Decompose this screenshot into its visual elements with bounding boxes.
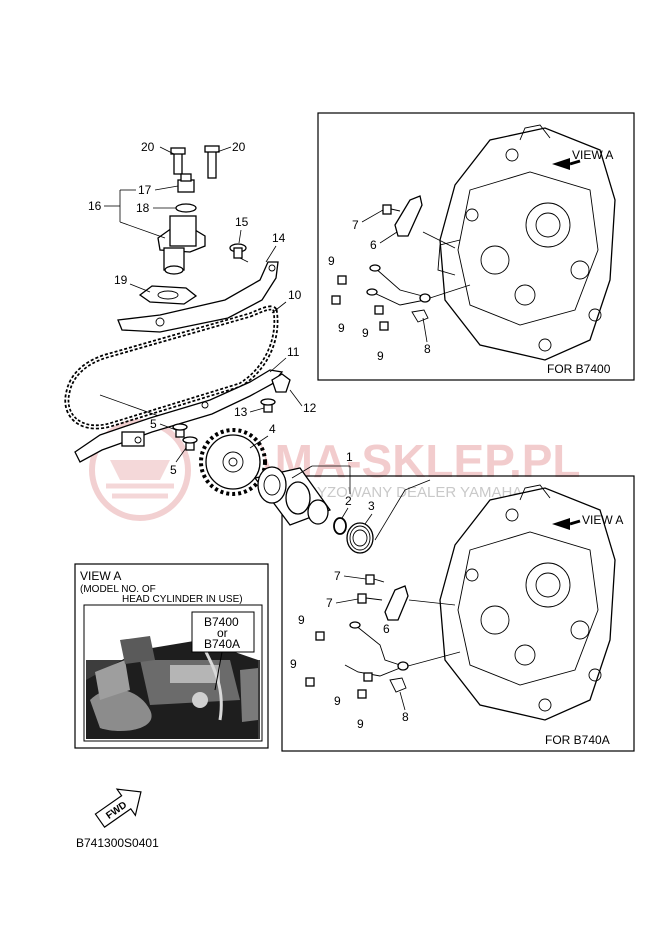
label-16: 16 [88,199,102,213]
fwd-arrow-icon: FWD [94,788,142,829]
leader-camshaft-to-panel [374,489,406,541]
inset-title-1: VIEW A [80,569,121,583]
chain-guide-14 [117,261,279,333]
label-9-bottom-4: 9 [357,717,364,731]
camshaft-1 [253,466,332,526]
inset-view-a: VIEW A (MODEL NO. OF HEAD CYLINDER IN US… [74,563,269,749]
view-label-top: VIEW A [572,148,613,162]
bolts-7-bottom [357,574,385,604]
view-label-bottom: VIEW A [582,513,623,527]
label-11: 11 [287,345,300,359]
label-13: 13 [234,405,248,419]
label-1: 1 [346,450,353,464]
panel-b7400: VIEW A 7 6 9 9 9 9 8 [317,112,635,381]
label-5-bottom: 5 [170,463,177,477]
label-19: 19 [114,273,128,287]
label-8-bottom: 8 [402,710,409,724]
label-3: 3 [368,499,375,513]
bolts-9-bottom [305,631,373,699]
sprocket-4 [199,428,267,496]
label-8-top: 8 [424,342,431,356]
bolt-7-top [382,204,401,215]
label-9-top-2: 9 [338,321,345,335]
cylinder-head-b7400 [437,124,616,361]
panel-b740a: VIEW A 7 7 6 9 9 9 [281,475,635,752]
clip-12 [271,373,291,393]
label-20-right: 20 [232,140,246,154]
diagram-code: B741300S0401 [76,836,159,850]
tensioner-assembly [138,145,220,305]
bolt-20-right [207,149,217,179]
label-6-top: 6 [370,238,377,252]
label-10: 10 [288,288,302,302]
label-9-bottom-1: 9 [298,613,305,627]
inset-engine-photo [86,636,260,739]
label-12: 12 [303,401,317,415]
label-7-top: 7 [352,218,359,232]
bolt-13 [260,398,276,413]
model-number-1: B7400 [204,615,239,629]
caption-b740a: FOR B740A [545,733,610,747]
inset-pointer [214,651,223,691]
label-20-left: 20 [141,140,155,154]
label-7-bottom-2: 7 [326,596,333,610]
label-9-top-4: 9 [377,349,384,363]
label-18: 18 [136,201,150,215]
watermark-sub: AUTORYZOWANY DEALER YAMAHA [265,484,522,501]
label-9-top-1: 9 [328,254,335,268]
label-4: 4 [269,422,276,436]
bolts-9-top [331,275,389,331]
label-9-top-3: 9 [362,326,369,340]
view-a-arrow-top [552,158,581,170]
circlip-2 [333,517,347,535]
label-17: 17 [138,183,152,197]
model-number-box [191,611,255,653]
bracket-6-top [394,195,423,237]
bolt-17 [177,179,195,193]
label-6-bottom: 6 [383,622,390,636]
leader-panel-edge [404,479,431,491]
gasket-19 [138,285,198,305]
panel-b740a-frame [281,475,635,752]
model-number-2: B740A [204,637,240,651]
label-7-bottom-1: 7 [334,569,341,583]
wire-bracket-8-bottom [344,621,409,693]
inset-title-3: HEAD CYLINDER IN USE) [122,594,243,605]
label-5-top: 5 [150,417,157,431]
panel-b7400-frame [317,112,635,381]
label-15: 15 [235,215,249,229]
label-9-bottom-3: 9 [334,694,341,708]
gasket-18 [175,203,197,213]
bolt-20-left [173,151,183,175]
view-a-arrow-bottom [552,518,581,530]
bolts-5 [172,423,198,451]
label-14: 14 [272,231,286,245]
caption-b7400: FOR B7400 [547,362,611,376]
wire-bracket-8-top [366,264,431,323]
inset-title-2: (MODEL NO. OF [80,584,156,595]
bolt-15 [229,243,249,263]
bracket-6-bottom [384,585,409,621]
cylinder-head-b740a [439,484,616,721]
label-9-bottom-2: 9 [290,657,297,671]
bearing-3 [346,522,374,554]
label-2: 2 [345,494,352,508]
model-number-or: or [217,626,228,640]
timing-chain-10 [64,305,279,430]
